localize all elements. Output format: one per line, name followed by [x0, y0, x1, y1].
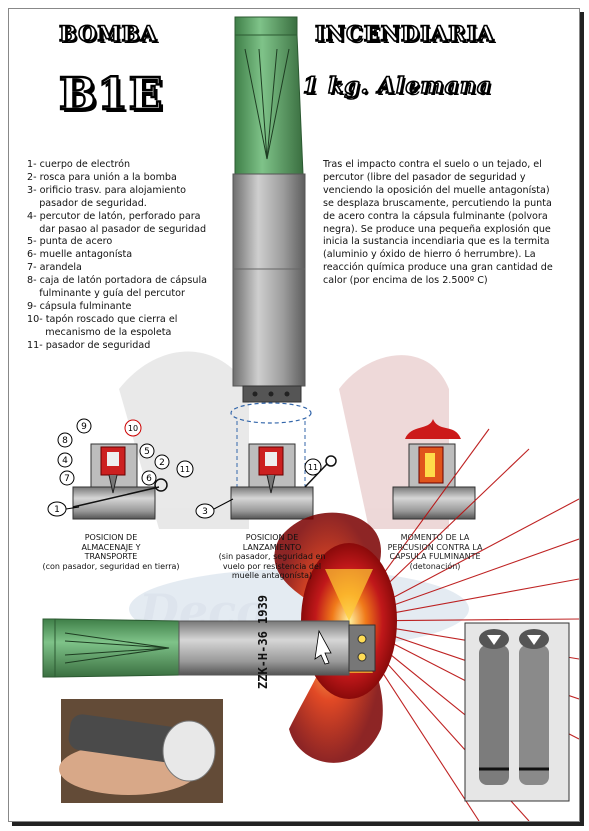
callout-9: 9	[76, 418, 92, 434]
legend-item: 4- percutor de latón, perforado para	[27, 210, 201, 222]
legend-item: 11- pasador de seguridad	[27, 339, 151, 351]
title-left: BOMBA	[58, 20, 158, 47]
callout-7: 7	[59, 470, 75, 486]
caption-impact-note: (detonación)	[409, 561, 461, 571]
legend-item: 7- arandela	[27, 262, 82, 274]
legend-item: 3- orificio trasv. para alojamiento	[27, 184, 187, 196]
callout-label: 8	[62, 436, 68, 446]
callout-11: 11	[176, 460, 194, 478]
callout-1: 1	[47, 501, 80, 517]
caption-storage-title: POSICION DE ALMACENAJE Y TRANSPORTE	[81, 533, 141, 561]
callout-label: 5	[144, 447, 150, 457]
callout-11-launch: 11	[304, 458, 322, 476]
caption-launch-title: POSICION DE LANZAMIENTO	[242, 533, 302, 552]
bomb-horizontal	[42, 618, 376, 678]
legend-item: 9- cápsula fulminante	[27, 300, 132, 312]
callout-label: 11	[308, 463, 318, 472]
callout-8: 8	[57, 432, 73, 448]
callout-label: 7	[64, 474, 70, 484]
legend-item: dar pasao al pasador de seguridad	[27, 223, 207, 235]
callout-label: 6	[146, 474, 152, 484]
caption-launch-note: (sin pasador, seguridad en vuelo por res…	[218, 552, 326, 580]
caption-storage-note: (con pasador, seguridad en tierra)	[42, 561, 180, 571]
caption-storage: POSICION DE ALMACENAJE Y TRANSPORTE (con…	[41, 533, 181, 571]
callout-2: 2	[154, 454, 170, 470]
caption-launch: POSICION DE LANZAMIENTO (sin pasador, se…	[213, 533, 331, 581]
legend-item: 10- tapón roscado que cierra el	[27, 313, 178, 325]
caption-impact-title: MOMENTO DE LA PERCUSION CONTRA LA CAPSUL…	[387, 533, 483, 561]
photo-two-fuses	[464, 622, 570, 802]
callout-label: 4	[62, 456, 68, 466]
photo-fuse-in-hand	[59, 699, 223, 803]
legend-item: fulminante y guía del percutor	[27, 288, 185, 300]
callout-label: 3	[202, 507, 208, 517]
fuse-cutaway-storage	[72, 443, 168, 520]
callout-label: 11	[180, 465, 190, 474]
legend-item: 1- cuerpo de electrón	[27, 159, 131, 170]
model-title: B1E	[58, 68, 164, 121]
callout-label: 10	[128, 424, 138, 433]
legend-item: 5- punta de acero	[27, 236, 113, 248]
callout-6: 6	[141, 470, 157, 486]
poster-artwork: Deco	[42, 16, 579, 821]
legend-item: mecanismo de la espoleta	[27, 326, 172, 338]
callout-10: 10	[124, 419, 142, 437]
callout-5: 5	[139, 443, 155, 459]
fuse-cutaway-launch	[230, 443, 337, 520]
callout-label: 9	[81, 422, 87, 432]
caption-impact: MOMENTO DE LA PERCUSION CONTRA LA CAPSUL…	[377, 533, 493, 571]
callout-3: 3	[195, 498, 234, 519]
callout-label: 2	[159, 458, 165, 468]
title-right: INCENDIARIA	[314, 20, 495, 47]
callout-label: 1	[54, 505, 60, 515]
legend-item: 2- rosca para unión a la bomba	[27, 171, 177, 183]
poster-page: Deco	[8, 8, 580, 822]
mechanism-description: Tras el impacto contra el suelo o un tej…	[323, 159, 553, 287]
subtitle: 1 kg. Alemana	[302, 72, 493, 100]
parts-legend: 1- cuerpo de electrón 2- rosca para unió…	[27, 159, 237, 353]
legend-item: 6- muelle antagonísta	[27, 249, 133, 261]
legend-item: 8- caja de latón portadora de cápsula	[27, 275, 207, 287]
legend-item: pasador de seguridad.	[27, 197, 147, 209]
bomb-marking: ZZK-H-36 1939	[256, 595, 270, 689]
bomb-vertical	[230, 16, 312, 509]
callout-4: 4	[57, 452, 73, 468]
